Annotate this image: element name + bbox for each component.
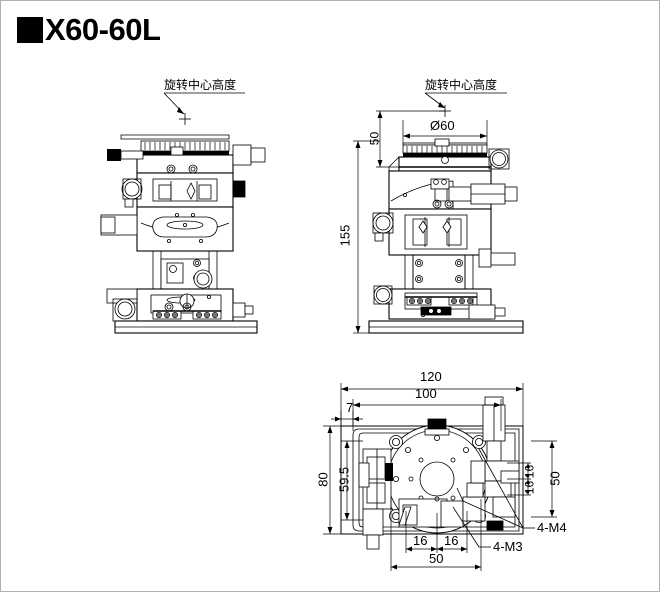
front-view-annotation-leader: [163, 92, 245, 125]
page-title: X60-60L: [17, 12, 161, 47]
callout-4-m4: 4-M4: [537, 520, 567, 535]
dim-height-59-5: 59.5: [336, 466, 352, 493]
dim-bottom-16-right: 16: [444, 533, 459, 548]
dim-right-16-lower: 16: [522, 480, 537, 495]
side-view-annotation-leader: [424, 92, 507, 117]
dim-bottom-16-left: 16: [413, 533, 428, 548]
callout-4-m3: 4-M3: [493, 539, 523, 554]
side-view-rotation-center-label: 旋转中心高度: [425, 78, 498, 92]
bottom-view-dimension-lines: [323, 383, 557, 571]
dim-offset-7: 7: [346, 400, 354, 415]
dim-width-120: 120: [420, 369, 442, 384]
title-square-icon: [17, 17, 43, 43]
dim-height-80: 80: [315, 472, 331, 487]
dim-height-155: 155: [337, 224, 353, 247]
bottom-view-callout-leaders: [452, 448, 535, 548]
dim-right-50: 50: [547, 471, 563, 486]
dim-bottom-50: 50: [429, 551, 444, 566]
side-elevation-geometry: [368, 138, 524, 334]
dim-width-100: 100: [415, 386, 437, 401]
dim-height-50: 50: [367, 131, 382, 146]
side-view-dimension-lines: [353, 110, 488, 334]
bottom-plan-geometry: [340, 396, 524, 550]
dim-diameter-60: Ø60: [430, 118, 455, 133]
front-view-rotation-center-label: 旋转中心高度: [164, 78, 237, 92]
front-elevation-geometry: [100, 134, 266, 334]
title-text: X60-60L: [45, 12, 161, 47]
